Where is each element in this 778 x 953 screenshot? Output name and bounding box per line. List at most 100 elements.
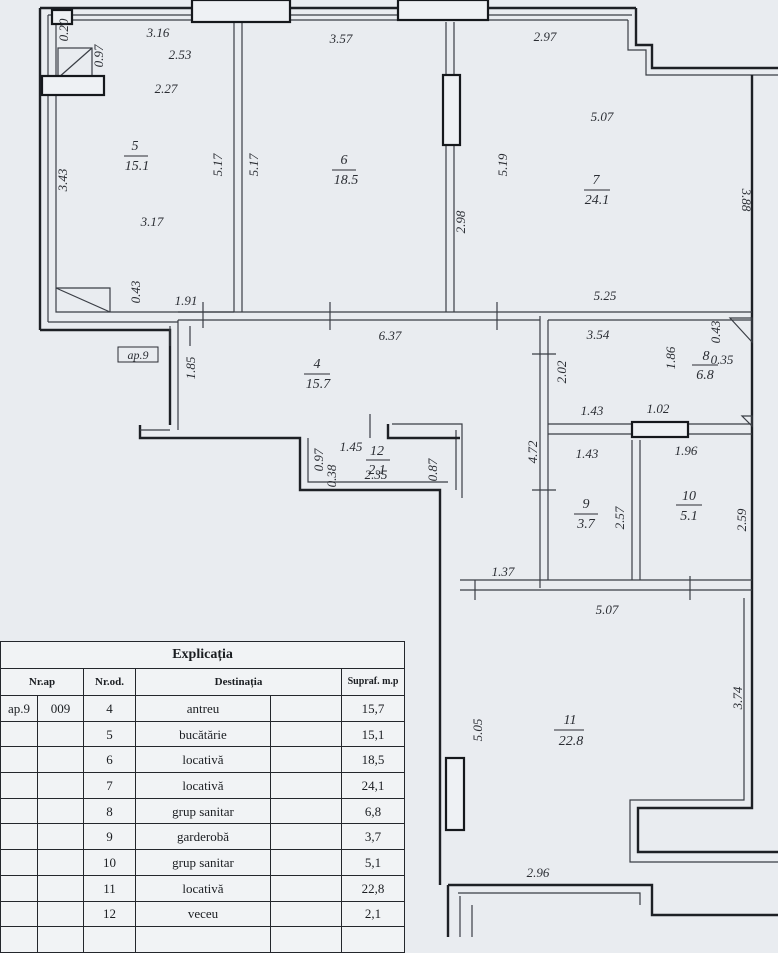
- cell-area: 24,1: [340, 772, 406, 799]
- dimension-label: 0.97: [311, 448, 326, 471]
- room-10-label: 10 5.1: [676, 489, 702, 524]
- cell-nr: 10: [83, 849, 136, 876]
- dimension-label: 2.59: [734, 508, 749, 531]
- dimension-label: 0.20: [56, 18, 71, 41]
- dimension-label: 0.87: [425, 458, 440, 481]
- cell-dest: locativă: [135, 874, 271, 902]
- dimension-label: 1.37: [492, 564, 515, 579]
- dimension-label: 1.43: [581, 403, 604, 418]
- door-ticks: [169, 302, 691, 600]
- cell-dest: garderobă: [135, 823, 271, 851]
- dimension-label: 6.37: [379, 328, 402, 343]
- dimension-label: 1.45: [340, 439, 363, 454]
- cell-area: 22,8: [340, 874, 406, 902]
- room-number: 8: [703, 349, 710, 364]
- room-area: 3.7: [576, 517, 596, 532]
- dimension-label: 3.17: [140, 214, 164, 229]
- dimension-labels: 3.16 0.20 2.53 0.97 2.27 3.43 5.17 3.17 …: [55, 18, 754, 880]
- room-area: 2.1: [368, 463, 386, 478]
- header-nr-od: Nr.od.: [83, 668, 136, 696]
- dimension-label: 5.05: [470, 718, 485, 741]
- table-row: 6 locativă 18,5: [0, 746, 406, 774]
- dimension-label: 3.43: [55, 168, 70, 192]
- dimension-label: 2.27: [155, 81, 178, 96]
- dimension-label: 5.07: [591, 109, 614, 124]
- cell-nr: 8: [83, 797, 136, 825]
- dimension-label: 1.91: [175, 293, 198, 308]
- cell-nr: 12: [83, 900, 136, 928]
- room-number: 10: [682, 489, 696, 504]
- cell-nr: 9: [83, 823, 136, 851]
- table-row: 8 grup sanitar 6,8: [0, 797, 406, 825]
- dimension-label: 2.96: [527, 865, 550, 880]
- dimension-label: 2.53: [169, 47, 192, 62]
- dimension-label: 3.16: [146, 25, 170, 40]
- dimension-label: 1.02: [647, 401, 670, 416]
- dimension-label: 2.97: [534, 29, 557, 44]
- dimension-label: 0.38: [324, 464, 339, 487]
- cell-nr: 11: [83, 874, 136, 902]
- dimension-label: 5.07: [596, 602, 619, 617]
- cell-nr: 7: [83, 772, 136, 799]
- header-suprafata: Supraf. m.p: [340, 668, 406, 696]
- dimension-label: 5.25: [594, 288, 617, 303]
- legend-table: Explicația Nr.ap Nr.od. Destinația Supra…: [0, 641, 406, 953]
- dimension-label: 1.86: [663, 346, 678, 369]
- room-area: 15.1: [125, 159, 150, 174]
- header-destinatia: Destinația: [135, 668, 342, 696]
- windows: [40, 0, 690, 832]
- room-area: 22.8: [559, 734, 584, 749]
- room-area: 15.7: [306, 377, 332, 392]
- cell-dest: grup sanitar: [135, 849, 271, 876]
- dimension-label: 1.85: [183, 356, 198, 379]
- table-row: ap.9 009 4 antreu 15,7: [0, 695, 406, 722]
- room-area: 24.1: [585, 193, 610, 208]
- cell-dest: grup sanitar: [135, 797, 271, 825]
- room-labels: 5 15.1 6 18.5 7 24.1 4 15.7 8 6.8 12 2.1: [117, 139, 718, 749]
- room-number: 9: [583, 497, 590, 512]
- cell-area: 5,1: [340, 849, 406, 876]
- dimension-label: 0.43: [708, 320, 723, 343]
- dimension-label: 0.43: [128, 280, 143, 303]
- table-row: 9 garderobă 3,7: [0, 823, 406, 851]
- room-number: 11: [564, 713, 577, 728]
- room-7-label: 7 24.1: [584, 173, 610, 208]
- table-row: 5 bucătărie 15,1: [0, 720, 406, 748]
- dimension-label: 3.88: [739, 188, 754, 212]
- cell-area: 2,1: [340, 900, 406, 928]
- dimension-label: 4.72: [525, 440, 540, 463]
- dimension-label: 2.35: [365, 467, 388, 482]
- cell-nr: 5: [83, 720, 136, 748]
- table-row: [0, 926, 406, 953]
- legend-title: Explicația: [0, 641, 406, 669]
- cell-area: 18,5: [340, 746, 406, 774]
- room-number: 4: [314, 357, 321, 372]
- dimension-label: 5.17: [246, 153, 261, 176]
- cell-area: 15,7: [340, 695, 406, 722]
- room-6-label: 6 18.5: [332, 153, 358, 188]
- dimension-label: 3.74: [730, 686, 745, 710]
- room-12-label: 12 2.1: [366, 444, 390, 478]
- cell-area: 3,7: [340, 823, 406, 851]
- dimension-label: 2.57: [612, 506, 627, 529]
- header-nr-ap: Nr.ap: [0, 668, 84, 696]
- dimension-label: 2.98: [453, 210, 468, 233]
- cell-area: 15,1: [340, 720, 406, 748]
- cell-ap: ap.9: [0, 695, 38, 722]
- cell-dest: antreu: [135, 695, 271, 722]
- dimension-label: 1.43: [576, 446, 599, 461]
- room-9-label: 9 3.7: [574, 497, 598, 532]
- dimension-label: 1.96: [675, 443, 698, 458]
- room-4-label: 4 15.7: [304, 357, 331, 392]
- svg-text:ap.9: ap.9: [128, 348, 149, 362]
- room-number: 6: [341, 153, 348, 168]
- room-11-label: 11 22.8: [554, 713, 584, 749]
- walls: [38, 6, 778, 937]
- cell-code: 009: [37, 695, 84, 722]
- cell-dest: locativă: [135, 772, 271, 799]
- room-area: 5.1: [680, 509, 698, 524]
- table-row: 11 locativă 22,8: [0, 874, 406, 902]
- cell-dest: veceu: [135, 900, 271, 928]
- cell-area: 6,8: [340, 797, 406, 825]
